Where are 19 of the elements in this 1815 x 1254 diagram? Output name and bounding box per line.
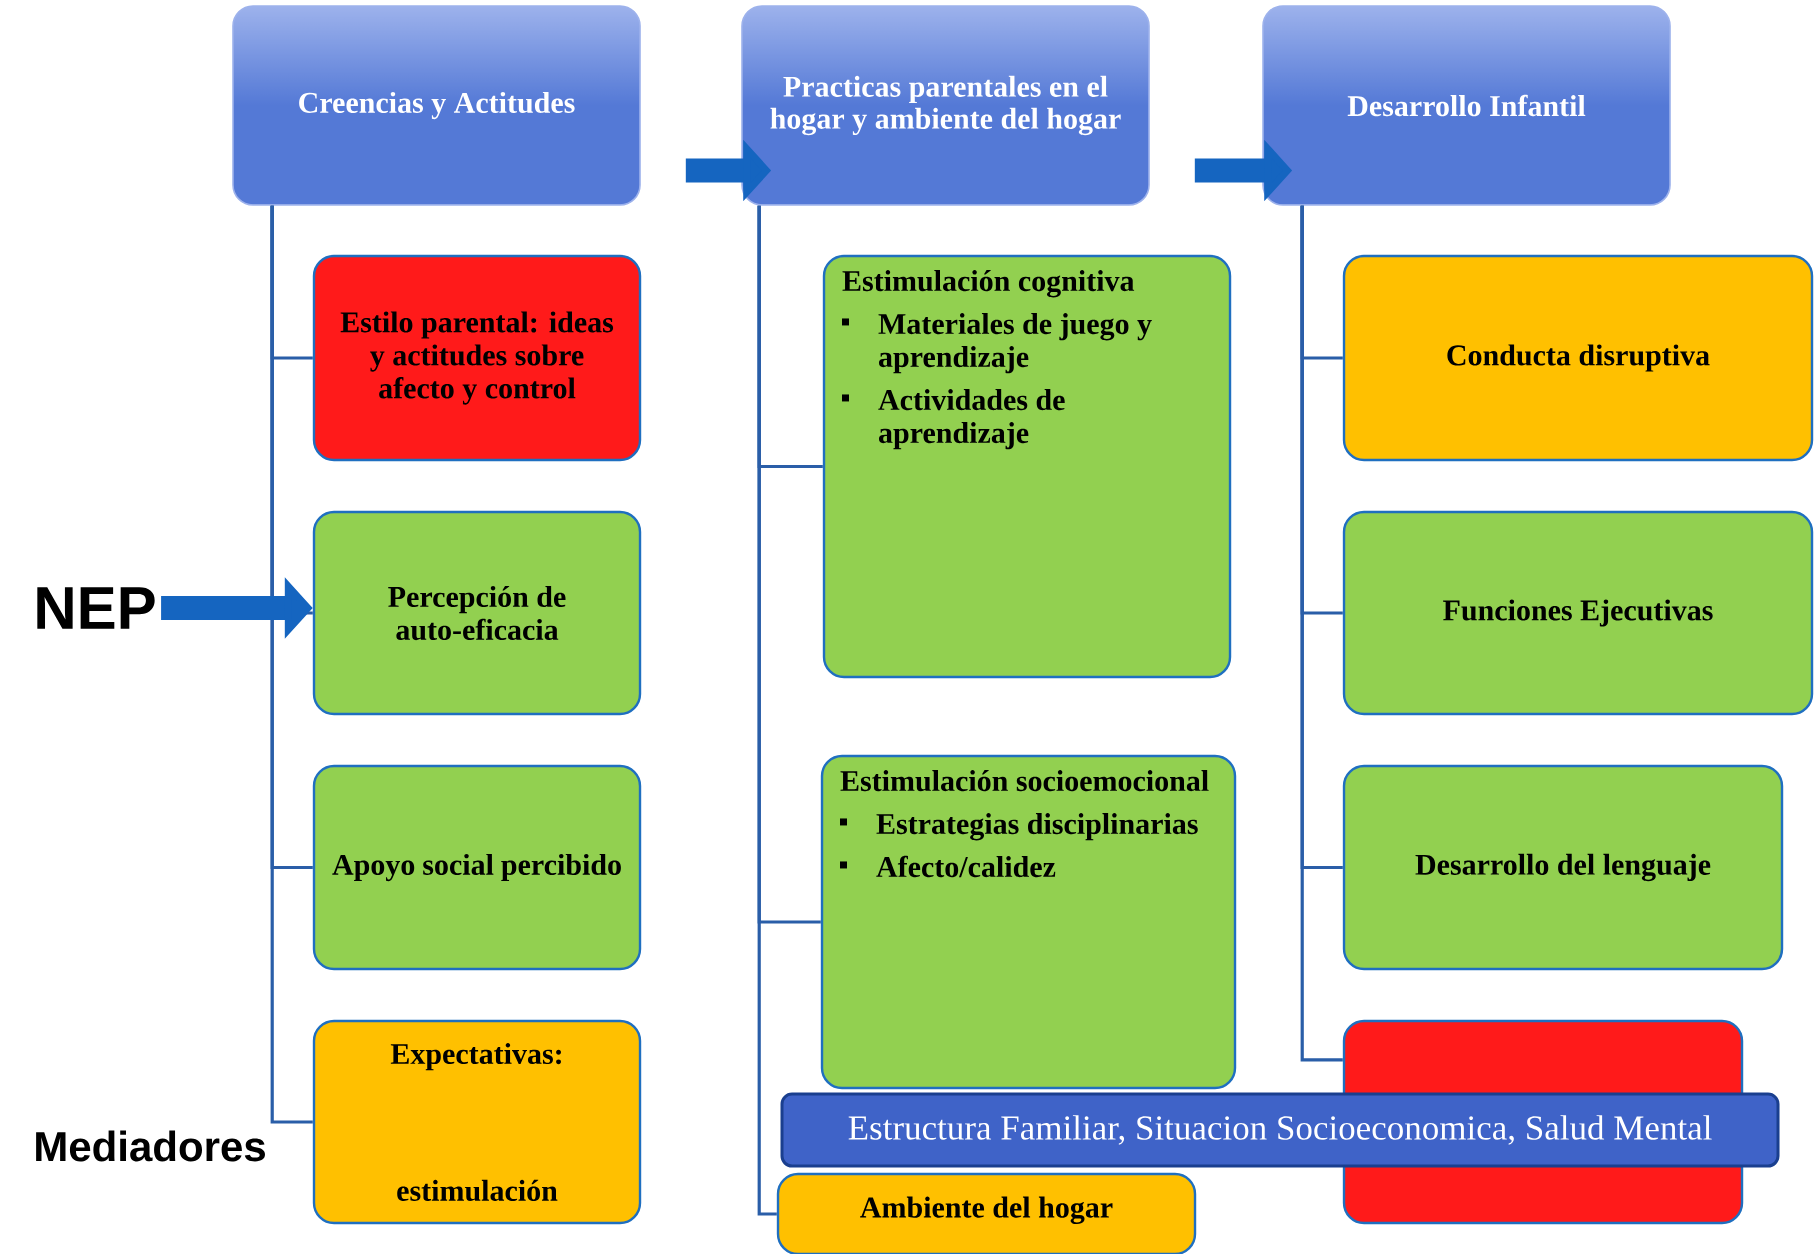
category-box: Estilo parental: ideas y actitudes sobre afecto y control xyxy=(312,254,642,462)
category-box: Apoyo social percibido xyxy=(312,764,642,971)
category-box: Estimulación cognitiva Materiales de juego y aprendizaje Actividades de aprendizaje xyxy=(822,254,1232,679)
category-box: Estimulación socioemocional Estrategias disciplinarias Afecto/calidez xyxy=(820,754,1237,1090)
category-box: Ambiente del hogar xyxy=(776,1172,1197,1254)
side-label: NEP xyxy=(37,587,155,629)
connector-line xyxy=(757,205,777,1216)
category-box: Conducta disruptiva xyxy=(1342,254,1814,462)
category-box: Desarrollo del lenguaje xyxy=(1342,764,1784,971)
category-box: Expectativas: estimulación xyxy=(312,1019,642,1225)
connector-line xyxy=(1300,205,1343,1062)
header-box: Creencias y Actitudes xyxy=(232,5,641,206)
banner: Estructura Familiar, Situacion Socioeconomica, Salud Mental xyxy=(780,1092,1780,1168)
category-box: Percepción de auto-eficacia xyxy=(312,510,642,716)
side-label: Mediadores xyxy=(36,1130,265,1162)
header-box: Practicas parentales en el hogar y ambiente del hogar xyxy=(741,5,1150,206)
connector-line xyxy=(270,205,313,1124)
category-box: Funciones Ejecutivas xyxy=(1342,510,1814,716)
header-box: Desarrollo Infantil xyxy=(1262,5,1671,206)
